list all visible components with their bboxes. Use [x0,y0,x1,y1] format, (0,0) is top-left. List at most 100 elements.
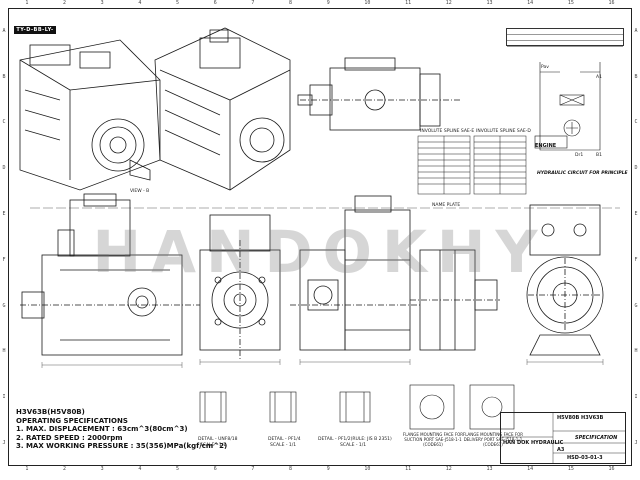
zone-row-marker: H [634,348,638,355]
isometric-view-center [154,27,291,191]
zone-column-marker: 9 [326,0,330,6]
circuit-b1-label: B1 [596,152,602,158]
zone-row-marker: A [2,27,6,34]
title-block-model: H5V80B H3V63B [557,415,604,421]
engine-label: ENGINE [535,143,557,149]
title-block-company: HAN DOK HYDRAULIC [503,440,564,446]
spline-table-2-title: INVOLUTE SPLINE SAE-D [476,128,531,134]
zone-column-marker: 10 [364,466,371,472]
title-block-drawing-number: HSD-03-01-3 [567,455,603,461]
zone-row-marker: G [634,302,638,309]
title-block-size: A3 [557,447,565,453]
title-block-grid [501,413,625,463]
zone-row-marker: H [2,348,6,355]
detail-1-label: DETAIL - UNF8/18 [198,436,238,442]
view-b-label: VIEW - B [130,188,149,194]
zone-row-marker: G [2,302,6,309]
spline-table-1-title: INVOLUTE SPLINE SAE-E [420,128,474,134]
zone-column-marker: 7 [251,0,255,6]
flange-suction-label: FLANGE MOUNTING FACE FOR SUCTION PORT SA… [402,432,464,447]
zone-column-marker: 5 [176,466,180,472]
zone-column-marker: 8 [289,466,293,472]
company-logo-box: TY-D-BB-LY-DW [14,26,56,41]
circuit-dr1-label: Dr1 [575,152,583,158]
zone-column-marker: 5 [176,0,180,6]
zone-column-marker: 16 [608,466,615,472]
rear-view [199,214,281,360]
zone-column-marker: 7 [251,466,255,472]
zone-column-marker: 1 [25,0,29,6]
front-view-left [20,193,200,356]
zone-row-marker: E [2,211,6,218]
zone-row-marker: C [2,119,6,126]
spline-tables [417,135,527,195]
zone-column-marker: 3 [100,466,104,472]
zone-column-marker: 13 [486,0,493,6]
zone-row-marker: C [634,119,638,126]
spec-item-displacement: 1. MAX. DISPLACEMENT : 63cm^3(80cm^3) [16,425,188,434]
isometric-view-left [19,39,161,191]
zone-column-marker: 2 [63,0,67,6]
end-view-right [526,204,604,356]
title-block-title: SPECIFICATION [575,435,618,441]
zone-column-marker: 11 [405,0,412,6]
zone-row-marker: J [2,440,6,447]
spec-model: H3V63B(H5V80B) [16,408,85,416]
zone-row-marker: I [2,394,6,401]
side-view-center [290,195,420,351]
flange-delivery-label: FLANGE MOUNTING FACE FOR DELIVERY PORT S… [462,432,524,447]
spec-heading: OPERATING SPECIFICATIONS [16,416,128,425]
zone-row-marker: B [634,73,638,80]
zone-column-marker: 4 [138,466,142,472]
detail-3-label: DETAIL - PF1/2(RULE: JIS B 2351) [318,436,392,442]
zone-row-marker: B [2,73,6,80]
zone-column-marker: 10 [364,0,371,6]
hydraulic-circuit [534,62,601,151]
zone-ruler-left: A B C D E F G H I J [0,8,8,466]
zone-column-marker: 14 [527,466,534,472]
zone-column-marker: 6 [213,466,217,472]
zone-column-marker: 2 [63,466,67,472]
zone-column-marker: 4 [138,0,142,6]
spec-item-pressure: 3. MAX WORKING PRESSURE : 35(356)MPa(kgf… [16,442,228,451]
zone-row-marker: J [634,440,638,447]
zone-column-marker: 3 [100,0,104,6]
zone-row-marker: A [634,27,638,34]
spec-item-speed: 2. RATED SPEED : 2000rpm [16,433,123,442]
zone-row-marker: I [634,394,638,401]
zone-column-marker: 11 [405,466,412,472]
zone-column-marker: 12 [445,0,452,6]
zone-row-marker: F [2,256,6,263]
name-plate-label: NAME PLATE [432,202,460,208]
side-view-right [410,249,500,351]
zone-column-marker: 14 [527,0,534,6]
hydraulic-circuit-title: HYDRAULIC CIRCUIT FOR PRINCIPLE [537,171,628,176]
drawing-frame [8,8,632,466]
zone-row-marker: D [2,165,6,172]
zone-column-marker: 8 [289,0,293,6]
detail-2-scale: SCALE - 1/1 [270,442,296,448]
zone-column-marker: 1 [25,466,29,472]
zone-column-marker: 16 [608,0,615,6]
title-block: HAN DOK HYDRAULIC H5V80B H3V63B SPECIFIC… [500,412,626,464]
zone-column-marker: 6 [213,0,217,6]
zone-column-marker: 9 [326,466,330,472]
detail-2-label: DETAIL - PF1/4 [268,436,301,442]
zone-column-marker: 13 [486,466,493,472]
detail-3-scale: SCALE - 1/1 [340,442,366,448]
operating-specifications: H3V63B(H5V80B) OPERATING SPECIFICATIONS … [16,408,227,451]
zone-row-marker: D [634,165,638,172]
zone-column-marker: 15 [567,0,574,6]
circuit-pav-label: Pav [541,64,549,70]
zone-row-marker: F [634,256,638,263]
detail-views [199,384,515,430]
dimension-lines [30,207,620,368]
circuit-a1-label: A1 [596,74,602,80]
top-side-view [297,57,460,131]
revision-table [506,28,624,47]
